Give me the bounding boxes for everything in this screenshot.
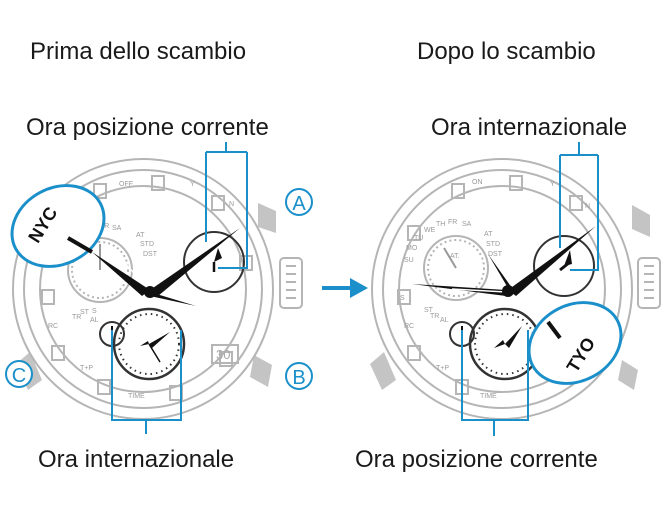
after-top-label: Ora internazionale	[431, 114, 628, 141]
mark-tp: T+P	[80, 365, 93, 372]
mark-fr: FR	[448, 219, 457, 226]
date-value: 30	[216, 347, 230, 362]
after-leader-lines	[461, 142, 599, 436]
mark-tu: TU	[414, 235, 423, 242]
mark-st: ST	[424, 307, 434, 314]
mark-at: AT	[484, 231, 493, 238]
mark-st: ST	[80, 309, 90, 316]
button-b: B	[285, 362, 313, 390]
mark-dst: DST	[143, 251, 158, 258]
button-c: C	[5, 360, 33, 388]
before-leader-lines	[111, 142, 248, 434]
mark-n: N	[229, 201, 234, 208]
mark-sa: SA	[112, 225, 122, 232]
mark-time: TIME	[480, 393, 497, 400]
mark-s: S	[92, 308, 97, 315]
mark-n: N	[585, 203, 590, 210]
mark-at: AT	[136, 232, 145, 239]
after-dial-marks: ON Y N SU MO TU WE TH FR SA AT STD DST A…	[400, 179, 590, 400]
svg-text:C: C	[12, 365, 26, 387]
mark-y: Y	[550, 181, 555, 188]
after-title: Dopo lo scambio	[417, 38, 596, 65]
mark-tr: TR	[430, 313, 439, 320]
before-bottom-label: Ora internazionale	[38, 446, 235, 473]
button-a: A	[285, 188, 313, 216]
mark-dot-at: AT.	[450, 253, 460, 260]
mark-on: ON	[472, 179, 483, 186]
after-city-callout: TYO	[527, 301, 623, 385]
mark-std: STD	[140, 241, 154, 248]
after-hands	[412, 226, 596, 348]
mark-y: Y	[190, 181, 195, 188]
mark-std: STD	[486, 241, 500, 248]
mark-off: OFF	[119, 181, 133, 188]
before-dial-marks: OFF Y N SA FR AT STD DST S TR ST AL RC T…	[48, 181, 234, 400]
mark-sa: SA	[462, 221, 472, 228]
mark-tp: T+P	[436, 365, 449, 372]
mark-time: TIME	[128, 393, 145, 400]
mark-al: AL	[90, 317, 99, 324]
svg-text:B: B	[292, 367, 305, 389]
mark-s: S	[400, 295, 405, 302]
mark-dst: DST	[488, 251, 503, 258]
mark-su: SU	[404, 257, 414, 264]
mark-rc: RC	[48, 323, 58, 330]
mark-fr: FR	[100, 223, 109, 230]
before-hands	[92, 228, 240, 363]
mark-th: TH	[436, 221, 445, 228]
mark-al: AL	[440, 317, 449, 324]
after-bottom-label: Ora posizione corrente	[355, 446, 598, 473]
before-top-label: Ora posizione corrente	[26, 114, 269, 141]
before-title: Prima dello scambio	[30, 38, 247, 65]
mark-mo: MO	[406, 245, 418, 252]
before-city-callout: NYC	[10, 184, 106, 268]
mark-rc: RC	[404, 323, 414, 330]
mark-tr: TR	[72, 314, 81, 321]
svg-text:A: A	[292, 193, 306, 215]
arrow-icon	[322, 278, 368, 298]
mark-we: WE	[424, 227, 436, 234]
